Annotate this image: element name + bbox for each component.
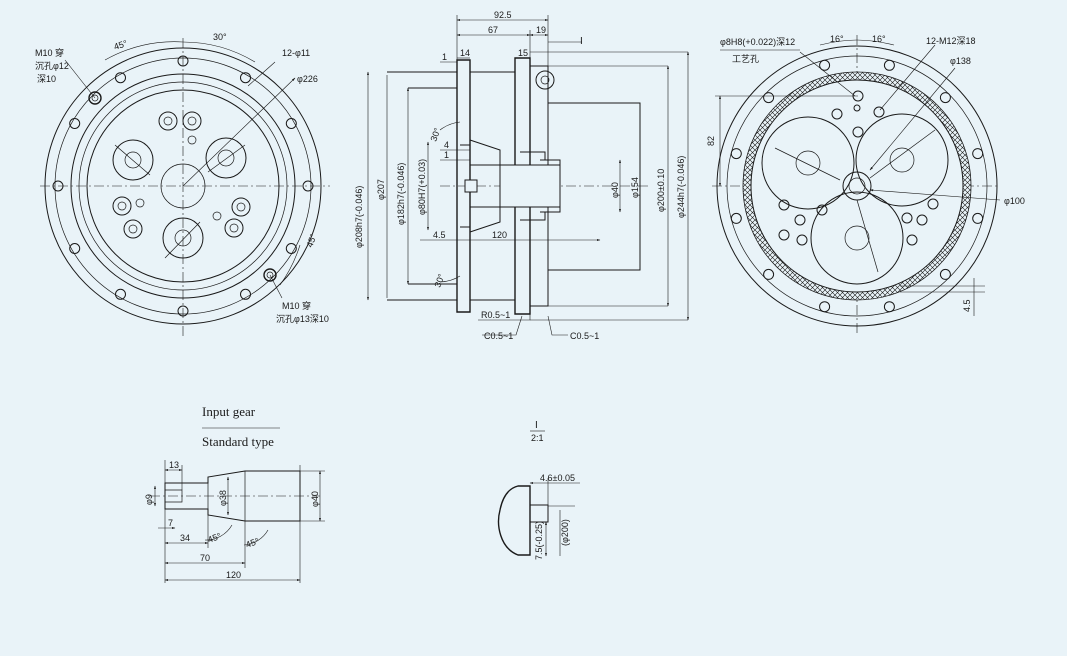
angle-30-bottom: 30° <box>432 272 446 289</box>
bolt-hole <box>939 268 951 280</box>
dim-dia-208: φ208h7(-0.046) <box>354 186 364 248</box>
angle-gear-45b: 45° <box>244 536 261 550</box>
detail-name: I <box>535 420 538 431</box>
bolt-hole <box>883 301 895 313</box>
bolt-hole <box>69 243 81 254</box>
dim-19: 19 <box>536 25 546 35</box>
label-depth-10: 深10 <box>37 74 56 84</box>
dim-82: 82 <box>706 136 716 146</box>
dim-1b: 1 <box>444 150 449 160</box>
label-thread-12: 12-M12深18 <box>926 36 976 46</box>
label-angle-45-top: 45° <box>113 38 129 52</box>
bolt-hole <box>177 55 189 67</box>
bolt-hole <box>177 305 189 317</box>
label-m10-through-2: M10 穿 <box>282 300 311 311</box>
label-chamfer-1: C0.5~1 <box>484 331 513 341</box>
detail-scale: 2:1 <box>531 433 544 443</box>
input-gear-title: Input gear <box>202 404 256 419</box>
rear-planet-gears <box>761 113 949 285</box>
bolt-hole <box>285 243 297 254</box>
input-gear-subtitle: Standard type <box>202 434 274 449</box>
front-screw-rings <box>88 91 277 282</box>
dim-gear-34: 34 <box>180 533 190 543</box>
dim-gear-dia9: φ9 <box>144 494 154 505</box>
label-angle-30: 30° <box>213 32 227 42</box>
bolt-hole <box>730 212 742 224</box>
rear-bolt-holes <box>730 59 984 313</box>
rear-view: φ8H8(+0.022)深12 工艺孔 16° 16° 12-M12深18 φ1… <box>706 34 1025 336</box>
dim-gear-13: 13 <box>169 460 179 470</box>
front-view: M10 穿 沉孔φ12 深10 45° 30° 12-φ11 φ226 45° … <box>35 32 330 336</box>
front-planet-bores <box>112 137 247 259</box>
dim-gear-7: 7 <box>168 518 173 528</box>
bolt-hole <box>285 118 297 129</box>
label-angle-16b: 16° <box>872 34 886 44</box>
bolt-hole <box>939 92 951 104</box>
detail-ref-i: I <box>580 36 583 47</box>
label-chamfer-2: C0.5~1 <box>570 331 599 341</box>
bolt-hole <box>115 288 126 300</box>
detail-width: 4.6±0.05 <box>540 473 575 483</box>
input-gear-drawing: Input gear Standard type 13 φ9 φ38 φ40 7… <box>144 404 325 583</box>
bolt-hole <box>69 118 81 129</box>
label-fillet-r: R0.5~1 <box>481 310 510 320</box>
label-pin-hole: φ8H8(+0.022)深12 <box>720 37 795 47</box>
dim-1a: 1 <box>442 52 447 62</box>
label-angle-16a: 16° <box>830 34 844 44</box>
bolt-hole <box>763 92 775 104</box>
bolt-hole <box>763 268 775 280</box>
bolt-hole <box>240 288 251 300</box>
dim-gear-120: 120 <box>226 570 241 580</box>
section-view: 92.5 67 19 14 15 1 1 4 4.5 120 30° 30° I… <box>354 10 690 341</box>
bolt-hole <box>883 59 895 71</box>
dim-4: 4 <box>444 140 449 150</box>
label-dia-226: φ226 <box>297 74 318 84</box>
dim-dia-80: φ80H7(+0.03) <box>417 159 427 215</box>
dim-dia-200: φ200±0.10 <box>656 169 666 212</box>
dim-dia-154: φ154 <box>630 177 640 198</box>
detail-height: 7.5(-0.25) <box>534 521 544 560</box>
bolt-hole <box>730 148 742 160</box>
label-process-hole: 工艺孔 <box>732 54 759 64</box>
label-dia-100: φ100 <box>1004 196 1025 206</box>
dim-67: 67 <box>488 25 498 35</box>
dim-dia-182: φ182h7(-0.046) <box>396 163 406 225</box>
angle-30-top: 30° <box>428 126 442 143</box>
dim-dia-40: φ40 <box>610 182 620 198</box>
detail-i-view: I 2:1 4.6±0.05 7.5(-0.25) (φ200) <box>497 420 580 560</box>
dim-4-5: 4.5 <box>433 230 446 240</box>
dim-14: 14 <box>460 48 470 58</box>
dim-120: 120 <box>492 230 507 240</box>
bolt-hole <box>972 148 984 160</box>
bolt-hole <box>302 180 314 192</box>
bolt-hole <box>240 72 251 84</box>
label-counterbore-12: 沉孔φ12 <box>35 61 69 71</box>
front-bolt-holes <box>52 55 314 317</box>
bolt-hole <box>819 59 831 71</box>
label-angle-45-side: 45° <box>304 232 318 249</box>
dim-4-5-rear: 4.5 <box>962 299 972 312</box>
dim-gear-70: 70 <box>200 553 210 563</box>
dim-gear-dia38: φ38 <box>218 490 228 506</box>
dim-dia-244: φ244h7(-0.046) <box>676 156 686 218</box>
bolt-hole <box>819 301 831 313</box>
dim-15: 15 <box>518 48 528 58</box>
bolt-hole <box>52 180 64 192</box>
label-dia-138: φ138 <box>950 56 971 66</box>
angle-gear-45a: 45° <box>206 531 223 545</box>
dim-92-5: 92.5 <box>494 10 512 20</box>
bolt-hole <box>972 212 984 224</box>
dim-gear-dia40: φ40 <box>310 491 320 507</box>
detail-ref-dia: (φ200) <box>560 519 570 546</box>
label-holes-12-dia11: 12-φ11 <box>282 48 310 58</box>
label-counterbore-13: 沉孔φ13深10 <box>276 314 329 324</box>
dim-dia-207: φ207 <box>376 179 386 200</box>
label-m10-through: M10 穿 <box>35 47 64 58</box>
bolt-hole <box>115 72 126 84</box>
